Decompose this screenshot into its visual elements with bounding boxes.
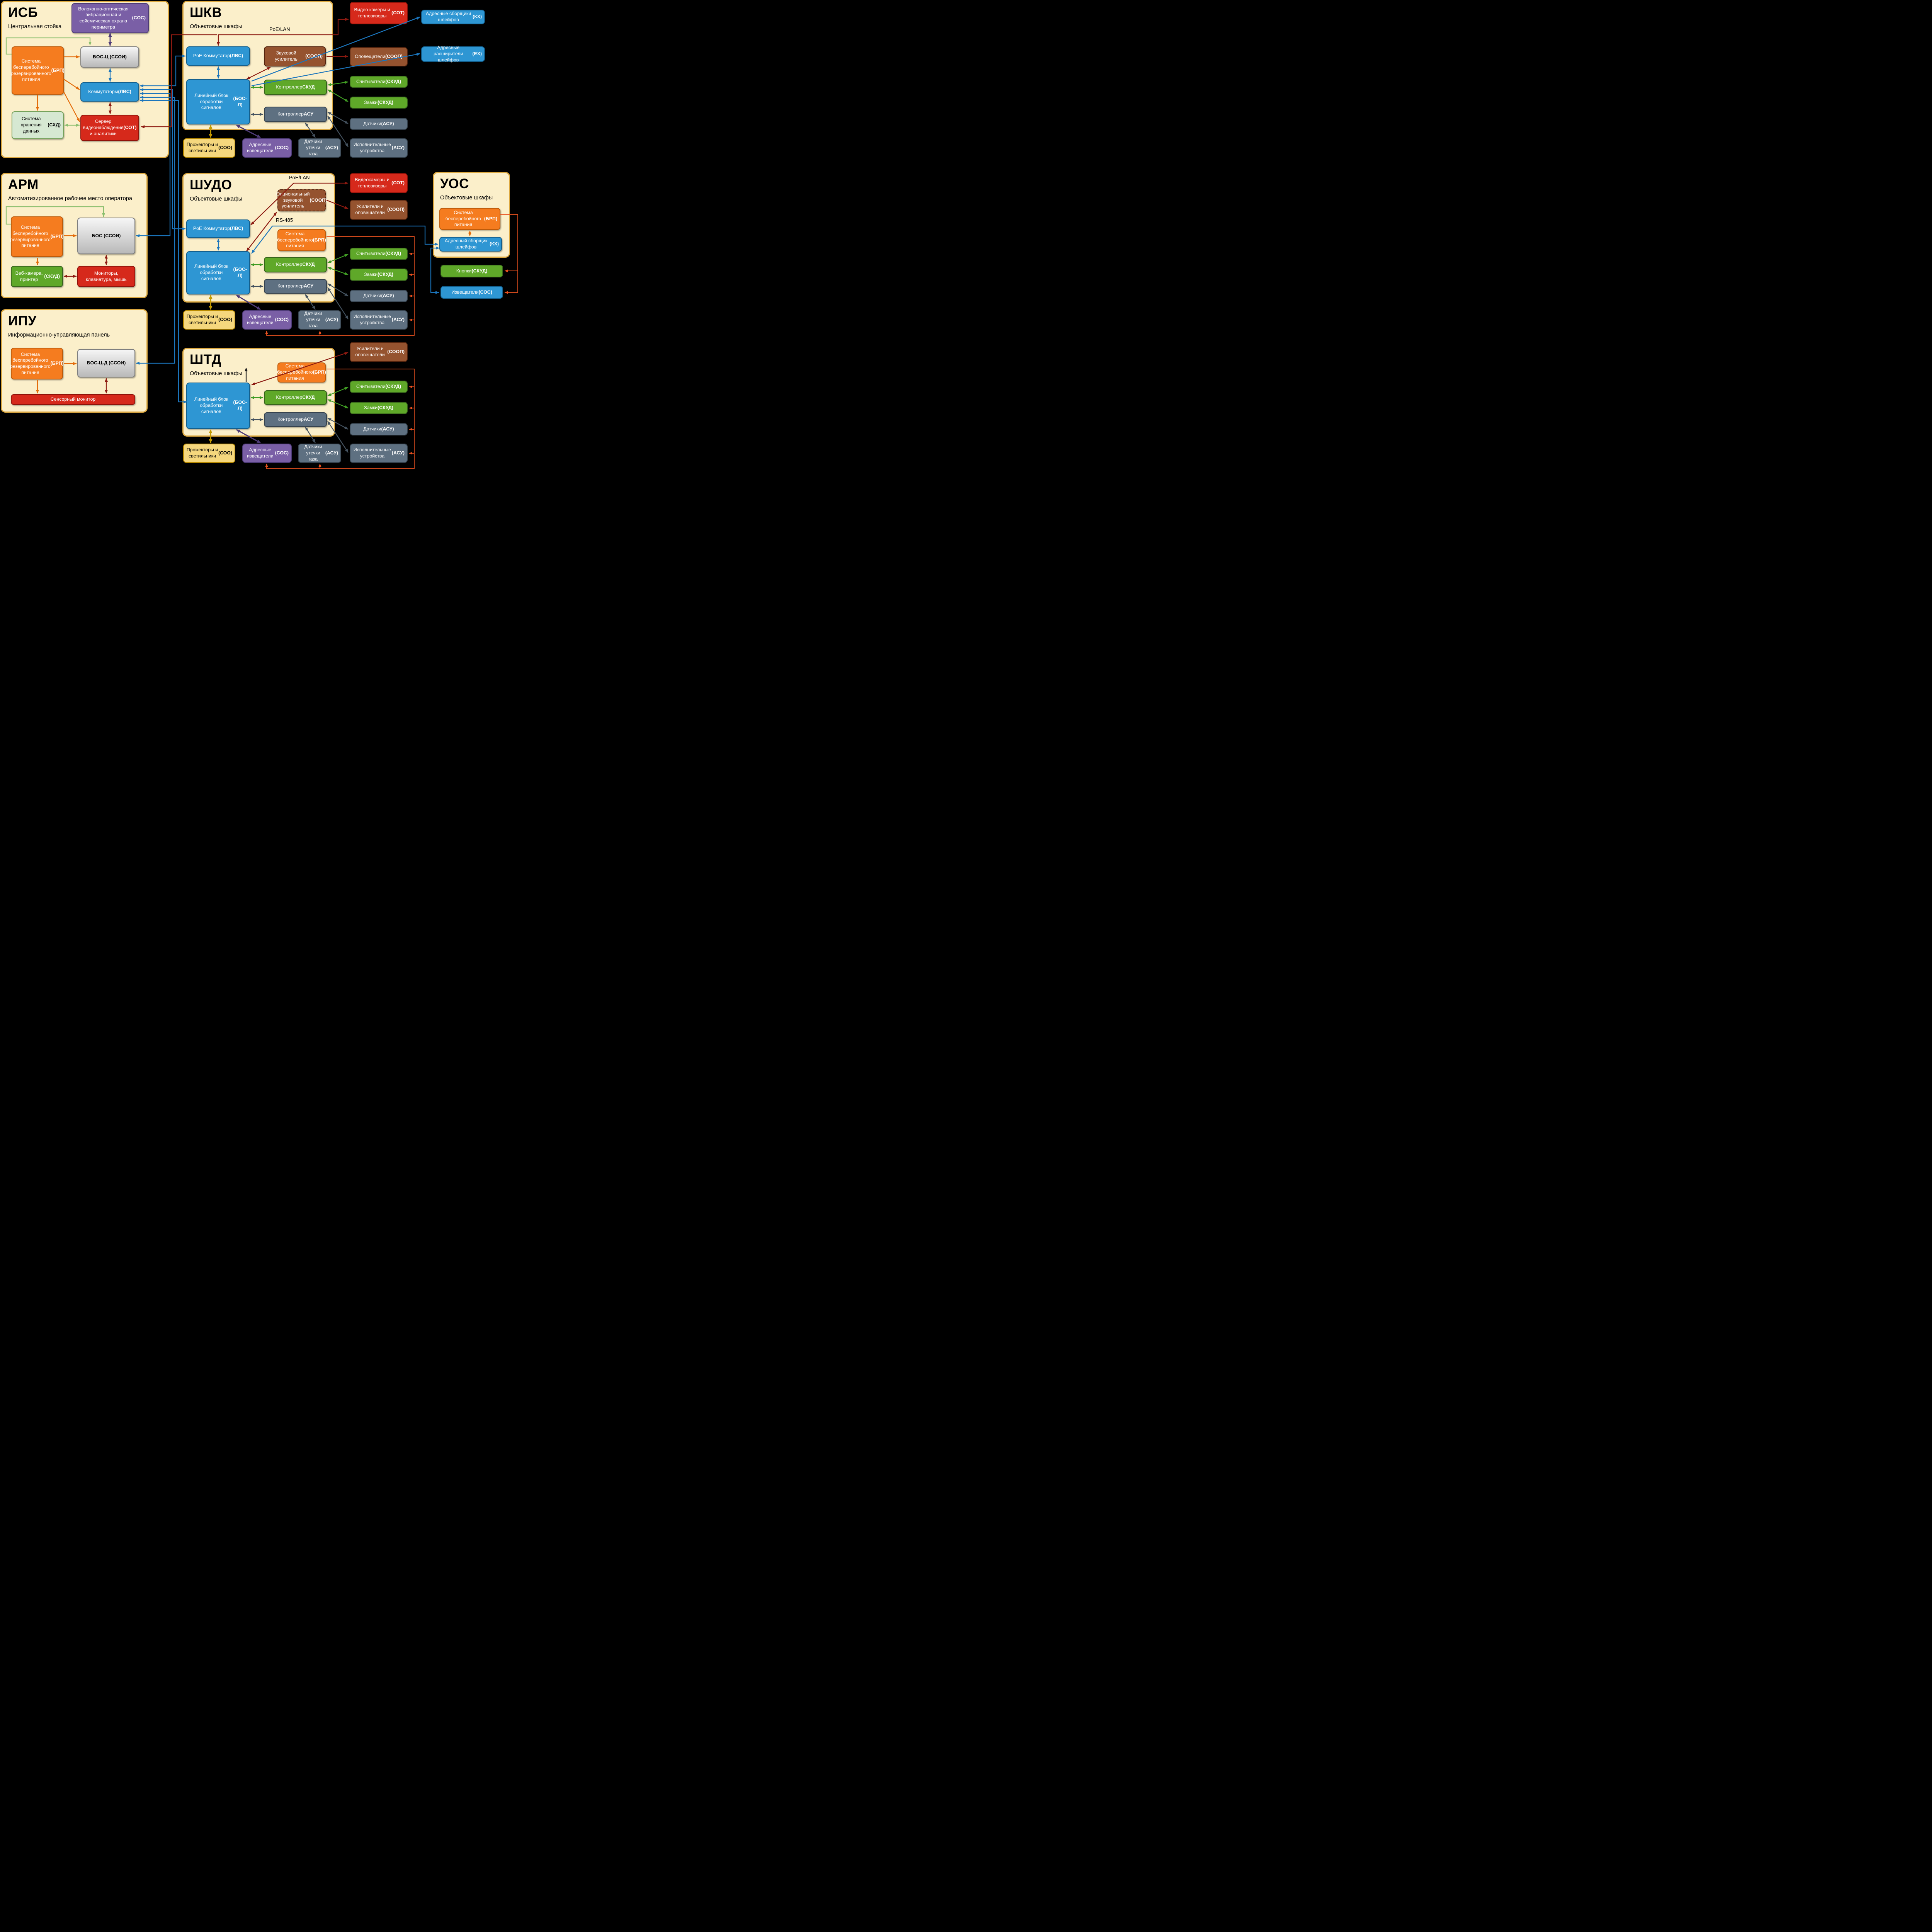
panel-arm-title: АРМ (8, 177, 39, 192)
node-shtd-bos-l: Линейный блок обработки сигналов (БОС-Л) (186, 383, 250, 429)
node-shkv-audio-amp: Звуковой усилитель (СООП) (264, 46, 326, 66)
node-loop-expanders-ex: Адресные расширители шлейфов (ЕХ) (421, 45, 485, 63)
diagram-canvas: ИСБ Центральная стойка ШКВ Объектовые шк… (0, 0, 604, 472)
label-poe-lan-shkv: PoE/LAN (269, 26, 290, 32)
panel-shtd-subtitle: Объектовые шкафы (190, 371, 243, 377)
node-uos-buttons-skud: Кнопки (СКУД) (440, 265, 503, 277)
node-shkv-cameras-sot: Видео камеры и тепловизоры (СОТ) (350, 2, 408, 24)
node-shudo-poe-switch: PoE Коммутатор (ЛВС) (186, 219, 250, 238)
panel-ipu-title: ИПУ (8, 313, 37, 328)
node-storage-shd: Система хранения данных (СХД) (12, 111, 64, 139)
node-shudo-amps-annunciators-soop: Усилители и оповещатели (СООП) (350, 200, 408, 220)
node-shudo-bos-l: Линейный блок обработки сигналов (БОС-Л) (186, 251, 250, 294)
panel-uos-title: УОС (440, 176, 469, 191)
node-shkv-addressable-detectors-sos: Адресные извещатели (СОС) (242, 138, 292, 158)
node-ipu-ups-brp: Система бесперебойного резервированного … (10, 348, 64, 379)
node-shtd-gas-leak-sensors-asu: Датчики утечки газа (АСУ) (298, 444, 341, 463)
node-fiber-optic-perimeter-sos: Волоконно-оптическая вибрационная и сейс… (71, 3, 149, 33)
node-shkv-asu-controller: Контроллер АСУ (264, 107, 327, 122)
node-shtd-skud-controller: Контроллер СКУД (264, 390, 327, 405)
label-poe-lan-shudo: PoE/LAN (289, 175, 310, 180)
node-video-server-sot: Сервер видеонаблюдения и аналитики (СОТ) (80, 115, 139, 141)
node-isb-ups-brp: Система бесперебойного резервированного … (11, 46, 65, 95)
node-loop-collectors-kx: Адресные сборщики шлейфов (КХ) (421, 10, 485, 24)
node-ipu-bos-cd-ssoi: БОС-Ц-Д (ССОИ) (77, 349, 135, 378)
node-shkv-sensors-asu: Датчики (АСУ) (350, 118, 408, 130)
node-shudo-sensors-asu: Датчики (АСУ) (350, 290, 408, 302)
node-shkv-floodlights-soo: Прожекторы и светильники (СОО) (183, 138, 235, 158)
panel-isb-title: ИСБ (8, 5, 38, 20)
node-shudo-locks-skud: Замки (СКУД) (350, 269, 408, 281)
node-shtd-sensors-asu: Датчики (АСУ) (350, 423, 408, 435)
panel-isb-subtitle: Центральная стойка (8, 24, 62, 30)
node-shudo-addressable-detectors-sos: Адресные извещатели (СОС) (242, 310, 292, 330)
node-shudo-gas-leak-sensors-asu: Датчики утечки газа (АСУ) (298, 310, 341, 330)
node-shudo-ups-brp: Система бесперебойного питания (БРП) (277, 229, 326, 251)
node-shudo-floodlights-soo: Прожекторы и светильники (СОО) (183, 310, 235, 330)
node-uos-loop-collector-kx: Адресный сборщик шлейфов (КХ) (439, 237, 502, 252)
node-shkv-skud-controller: Контроллер СКУД (264, 80, 327, 95)
node-shkv-annunciators-soop: Оповещатели (СООП) (350, 47, 408, 66)
node-shudo-asu-controller: Контроллер АСУ (264, 279, 327, 294)
panel-shkv-subtitle: Объектовые шкафы (190, 24, 243, 30)
node-shudo-actuators-asu: Исполнительные устройства (АСУ) (350, 310, 408, 330)
node-shudo-optional-amp: Опциональный звуковой усилитель (СООП) (276, 189, 327, 211)
node-shkv-locks-skud: Замки (СКУД) (350, 97, 408, 109)
node-ipu-touch-monitor: Сенсорный монитор (11, 394, 135, 405)
node-lan-switches: Коммутаторы (ЛВС) (80, 82, 139, 102)
panel-shudo-title: ШУДО (190, 177, 232, 192)
node-shtd-addressable-detectors-sos: Адресные извещатели (СОС) (242, 444, 292, 463)
node-shtd-ups-brp: Система бесперебойного питания (БРП) (277, 362, 326, 383)
label-rs485: RS-485 (276, 217, 293, 223)
node-shudo-cameras-sot: Видеокамеры и тепловизоры (СОТ) (350, 173, 408, 193)
node-shudo-readers-skud: Считыватели (СКУД) (350, 248, 408, 260)
node-uos-detectors-sos: Извещатели (СОС) (440, 286, 503, 299)
node-arm-monitors-keyboard-mouse: Мониторы, клавиатура, мышь (77, 266, 135, 287)
panel-ipu-subtitle: Информационно-управляющая панель (8, 332, 110, 338)
node-shtd-actuators-asu: Исполнительные устройства (АСУ) (350, 444, 408, 463)
node-shtd-asu-controller: Контроллер АСУ (264, 412, 327, 427)
node-shtd-readers-skud: Считыватели (СКУД) (350, 381, 408, 393)
node-uos-ups-brp: Система бесперебойного питания (БРП) (439, 208, 500, 230)
node-arm-webcam-printer-skud: Веб-камера, принтер (СКУД) (11, 266, 63, 287)
node-shkv-poe-switch: PoE Коммутатор (ЛВС) (186, 46, 250, 66)
node-shkv-gas-leak-sensors-asu: Датчики утечки газа (АСУ) (298, 138, 341, 158)
node-arm-bos-ssoi: БОС (ССОИ) (77, 218, 135, 254)
node-shtd-floodlights-soo: Прожекторы и светильники (СОО) (183, 444, 235, 463)
node-shkv-bos-l: Линейный блок обработки сигналов (БОС-Л) (186, 79, 250, 124)
panel-arm-subtitle: Автоматизированное рабочее место операто… (8, 196, 132, 202)
panel-shudo-subtitle: Объектовые шкафы (190, 196, 243, 202)
node-shtd-locks-skud: Замки (СКУД) (350, 402, 408, 414)
panel-shtd-title: ШТД (190, 352, 222, 367)
node-shtd-amps-annunciators-soop: Усилители и оповещатели (СООП) (350, 342, 408, 362)
node-arm-ups-brp: Система бесперебойного резервированного … (10, 216, 64, 257)
node-shudo-skud-controller: Контроллер СКУД (264, 257, 327, 272)
panel-uos-subtitle: Объектовые шкафы (440, 195, 493, 201)
node-shkv-actuators-asu: Исполнительные устройства (АСУ) (350, 138, 408, 158)
panel-shkv-title: ШКВ (190, 5, 222, 20)
node-bos-c-ssoi: БОС-Ц (ССОИ) (80, 46, 139, 68)
node-shkv-readers-skud: Считыватели (СКУД) (350, 76, 408, 88)
